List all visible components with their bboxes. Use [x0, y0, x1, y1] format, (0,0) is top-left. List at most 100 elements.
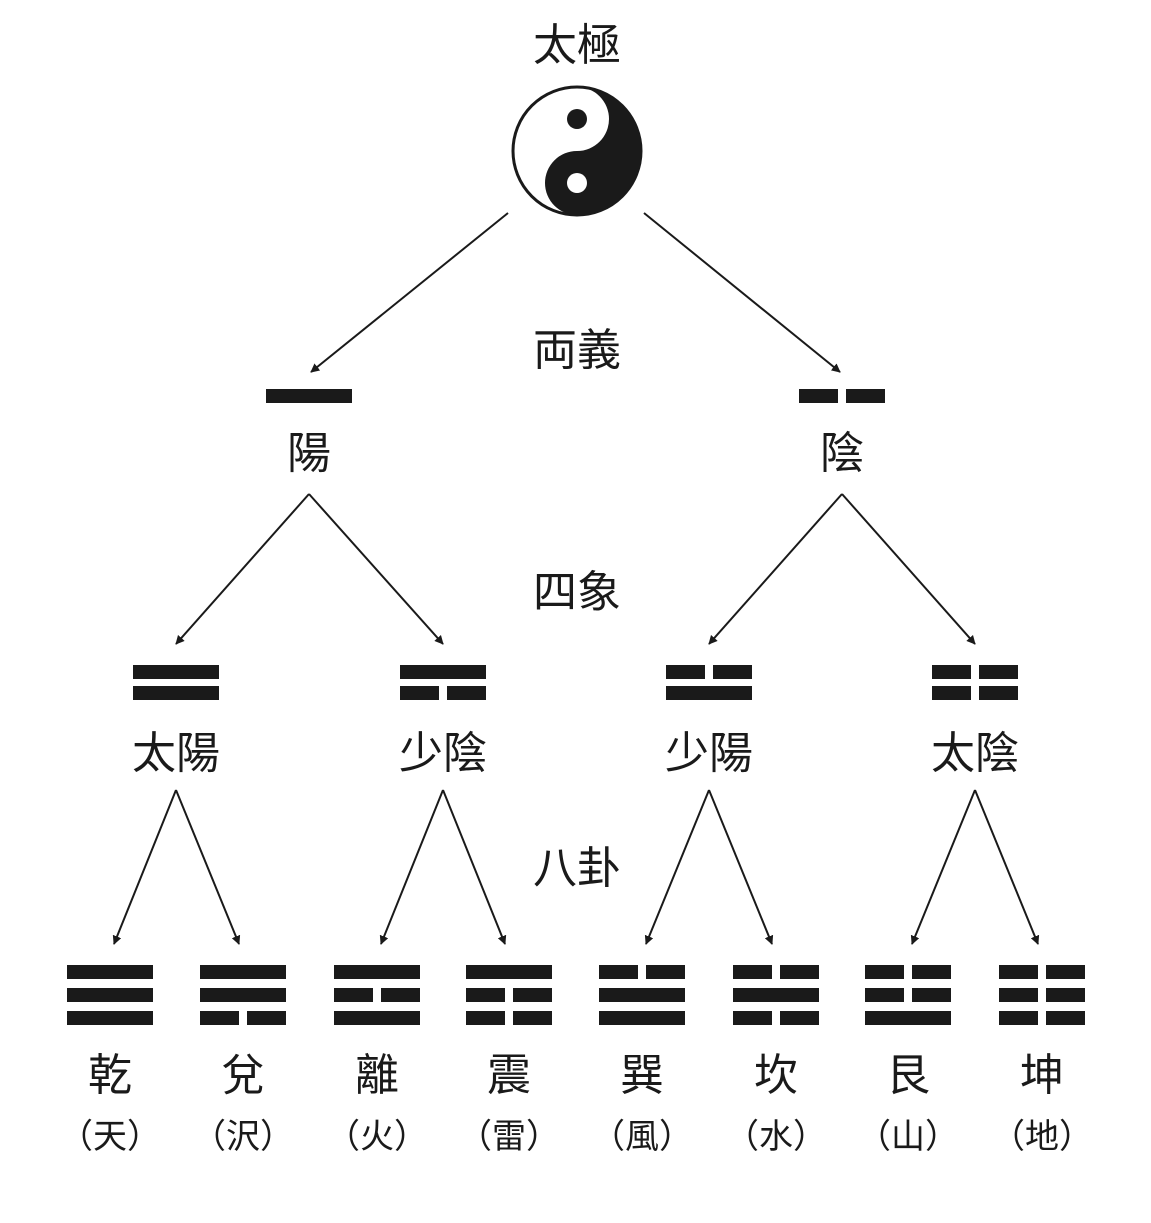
line-2-yin-bar-left: [733, 965, 772, 979]
line-1-yin-bar-right: [713, 665, 752, 679]
line-2-yin-bar-right: [912, 965, 951, 979]
arrow-taiji-to-yang: [310, 212, 509, 373]
sixiang-label-taiyang: 太陽: [132, 728, 220, 779]
line-2-yang-bar: [466, 965, 552, 979]
arrow-taiyang-to-dui: [175, 789, 241, 945]
bagua-sub-qian: （天）: [59, 1117, 161, 1157]
arrow-yin-to-shaoyang: [708, 493, 843, 645]
sixiang-symbol-taiyang: [133, 665, 219, 700]
bagua-symbol-li: [334, 965, 420, 1025]
line-1-yin-bar-left: [865, 988, 904, 1002]
line-0-yin-bar-left: [200, 1011, 239, 1025]
line-1-yin-bar-left: [334, 988, 373, 1002]
line-0-yang-bar: [334, 1011, 420, 1025]
bagua-label-li: 離: [355, 1050, 399, 1101]
line-1-yang-bar: [200, 988, 286, 1002]
line-2-yang-bar: [200, 965, 286, 979]
labels: 陽陰太陽少陰少陽太陰乾（天）兌（沢）離（火）震（雷）巽（風）坎（水）艮（山）坤（…: [59, 428, 1093, 1157]
line-1-yin-bar-right: [381, 988, 420, 1002]
line-0-yin-bar-right: [1046, 1011, 1085, 1025]
bagua-sub-zhen: （雷）: [458, 1117, 560, 1157]
liangyi-symbol-yin: [799, 389, 885, 403]
line-1-yang-bar: [733, 988, 819, 1002]
bagua-sub-xun: （風）: [591, 1117, 693, 1157]
symbols: [67, 389, 1085, 1025]
yin-yang-icon: [511, 85, 643, 217]
arrow-taiyin-to-gen: [910, 789, 976, 945]
line-2-yin-bar-right: [646, 965, 685, 979]
line-1-yin-bar-left: [932, 665, 971, 679]
bagua-sub-dui: （沢）: [192, 1117, 294, 1157]
arrow-shaoyin-to-li: [379, 789, 444, 945]
bagua-sub-kan: （水）: [725, 1117, 827, 1157]
bagua-sub-gen: （山）: [857, 1117, 959, 1157]
bagua-sub-kun: （地）: [991, 1117, 1093, 1157]
line-0-yang-bar: [599, 1011, 685, 1025]
line-0-yin-bar-right: [247, 1011, 286, 1025]
sixiang-symbol-shaoyang: [666, 665, 752, 700]
bagua-label-dui: 兌: [221, 1050, 265, 1101]
liangyi-label-yin: 陰: [820, 428, 864, 479]
line-0-yin-bar-right: [447, 686, 486, 700]
stage-label-liangyi: 両義: [533, 325, 621, 376]
arrow-yang-to-shaoyin: [308, 493, 444, 645]
arrow-shaoyang-to-xun: [644, 789, 710, 945]
line-0-yang-bar: [666, 686, 752, 700]
line-0-yang-bar: [865, 1011, 951, 1025]
line-2-yin-bar-left: [599, 965, 638, 979]
line-0-yin-bar-right: [513, 1011, 552, 1025]
line-1-yin-bar-right: [1046, 988, 1085, 1002]
sixiang-symbol-taiyin: [932, 665, 1018, 700]
arrow-yin-to-taiyin: [841, 493, 976, 645]
bagua-symbol-xun: [599, 965, 685, 1025]
bagua-label-kan: 坎: [754, 1050, 798, 1101]
line-0-yin-bar-right: [846, 389, 885, 403]
liangyi-symbol-yang: [266, 389, 352, 403]
bagua-label-kun: 坤: [1020, 1050, 1064, 1101]
stage-label-bagua: 八卦: [533, 843, 621, 894]
line-1-yang-bar: [67, 988, 153, 1002]
arrow-taiji-to-yin: [643, 212, 841, 373]
line-0-yin-bar-left: [733, 1011, 772, 1025]
line-1-yin-bar-left: [666, 665, 705, 679]
bagua-label-xun: 巽: [620, 1050, 664, 1101]
line-0-yin-bar-left: [400, 686, 439, 700]
bagua-sub-li: （火）: [326, 1117, 428, 1157]
line-0-yin-bar-left: [466, 1011, 505, 1025]
arrow-taiyang-to-qian: [112, 789, 177, 945]
line-2-yin-bar-right: [780, 965, 819, 979]
line-0-yin-bar-right: [780, 1011, 819, 1025]
line-0-yin-bar-left: [932, 686, 971, 700]
bagua-symbol-qian: [67, 965, 153, 1025]
sixiang-label-shaoyang: 少陽: [665, 728, 753, 779]
arrows: [112, 212, 1040, 945]
line-0-yin-bar-left: [999, 1011, 1038, 1025]
liangyi-label-yang: 陽: [287, 428, 331, 479]
bagua-symbol-zhen: [466, 965, 552, 1025]
sixiang-symbol-shaoyin: [400, 665, 486, 700]
line-0-yin-bar-left: [799, 389, 838, 403]
line-0-yang-bar: [266, 389, 352, 403]
line-2-yin-bar-left: [865, 965, 904, 979]
line-1-yin-bar-left: [999, 988, 1038, 1002]
line-1-yin-bar-right: [912, 988, 951, 1002]
line-1-yang-bar: [599, 988, 685, 1002]
bagua-symbol-kan: [733, 965, 819, 1025]
sixiang-label-shaoyin: 少陰: [399, 728, 487, 779]
line-1-yang-bar: [133, 665, 219, 679]
arrow-taiyin-to-kun: [974, 789, 1040, 945]
line-0-yin-bar-right: [979, 686, 1018, 700]
line-2-yin-bar-right: [1046, 965, 1085, 979]
stage-label-taiji: 太極: [533, 20, 621, 71]
arrow-yang-to-taiyang: [175, 493, 310, 645]
arrow-shaoyang-to-kan: [708, 789, 774, 945]
line-1-yang-bar: [400, 665, 486, 679]
arrow-shaoyin-to-zhen: [442, 789, 507, 945]
bagua-label-gen: 艮: [886, 1050, 930, 1101]
bagua-label-zhen: 震: [487, 1050, 531, 1101]
line-2-yin-bar-left: [999, 965, 1038, 979]
bagua-symbol-dui: [200, 965, 286, 1025]
line-0-yang-bar: [67, 1011, 153, 1025]
